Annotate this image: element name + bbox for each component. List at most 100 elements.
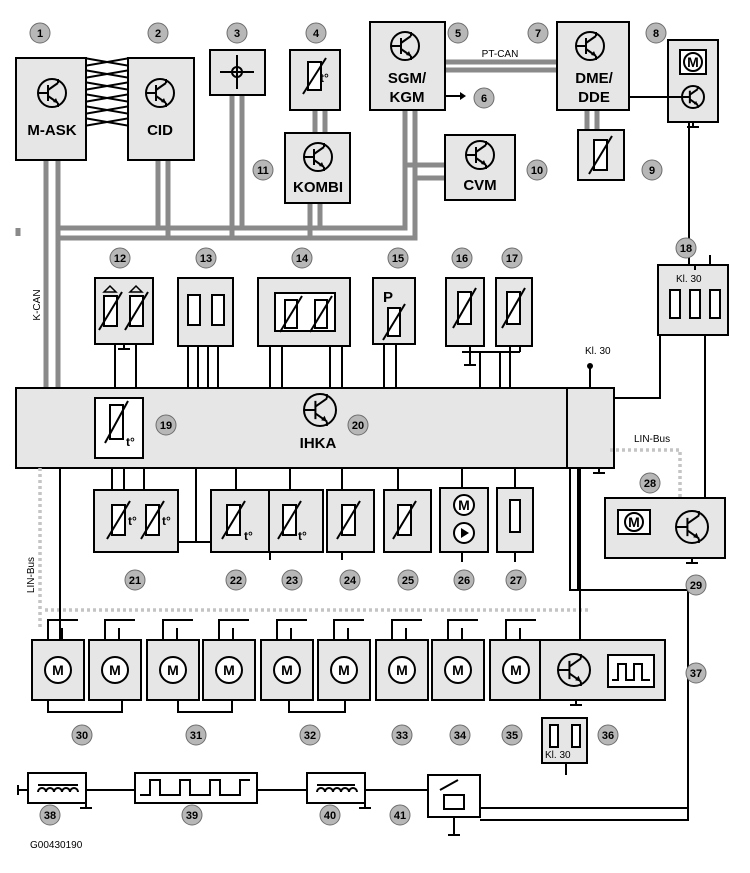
svg-text:17: 17 bbox=[506, 253, 518, 265]
motor-icon: M bbox=[624, 512, 644, 532]
heater-39 bbox=[134, 772, 258, 804]
ihka-module: t° IHKA bbox=[15, 387, 615, 474]
callout-41: 41 bbox=[389, 804, 411, 826]
svg-text:M: M bbox=[223, 662, 235, 678]
temperature-symbol: t° bbox=[298, 529, 307, 543]
variable-resistor-icon bbox=[104, 400, 129, 444]
variable-resistor-icon bbox=[336, 500, 361, 540]
transistor-icon bbox=[390, 31, 420, 61]
pressure-label: P bbox=[383, 289, 393, 306]
svg-text:40: 40 bbox=[324, 810, 336, 822]
callout-4: 4 bbox=[305, 22, 327, 44]
svg-text:7: 7 bbox=[535, 28, 541, 40]
variable-resistor-icon bbox=[588, 135, 613, 175]
flap-motor-1: M bbox=[31, 639, 85, 701]
resistor-icon bbox=[571, 724, 581, 748]
lin-bus-label-right: LIN-Bus bbox=[634, 434, 670, 445]
callout-18: 18 bbox=[675, 237, 697, 259]
callout-2: 2 bbox=[147, 22, 169, 44]
svg-text:3: 3 bbox=[234, 28, 240, 40]
callout-17: 17 bbox=[501, 247, 523, 269]
sensor-25 bbox=[383, 489, 432, 553]
svg-text:M: M bbox=[338, 662, 350, 678]
pt-can-label: PT-CAN bbox=[482, 49, 519, 60]
svg-text:M: M bbox=[109, 662, 121, 678]
m-ask-module: M-ASK bbox=[15, 57, 87, 161]
middle-row bbox=[462, 346, 521, 366]
svg-text:9: 9 bbox=[649, 165, 655, 177]
svg-text:15: 15 bbox=[392, 253, 404, 265]
callout-38: 38 bbox=[39, 804, 61, 826]
m-ask-cid-link bbox=[83, 57, 131, 127]
sgm-kgm-module: SGM/KGM bbox=[369, 21, 466, 111]
variable-resistor-icon bbox=[124, 291, 149, 331]
transistor-icon bbox=[675, 510, 709, 544]
callout-7: 7 bbox=[527, 22, 549, 44]
cvm-label: CVM bbox=[463, 177, 496, 194]
m-ask-label: M-ASK bbox=[27, 122, 76, 139]
callout-19: 19 bbox=[155, 414, 177, 436]
variable-resistor-icon bbox=[309, 295, 333, 333]
variable-resistor-icon bbox=[277, 500, 302, 540]
callout-5: 5 bbox=[447, 22, 469, 44]
can-harness bbox=[15, 59, 600, 388]
kgm-label: KGM bbox=[390, 89, 425, 106]
cvm-module: CVM bbox=[444, 134, 516, 201]
variable-resistor-icon bbox=[140, 500, 165, 540]
svg-text:4: 4 bbox=[313, 28, 320, 40]
valves-12 bbox=[94, 277, 154, 350]
temperature-symbol: t° bbox=[244, 529, 253, 543]
callout-34: 34 bbox=[449, 724, 471, 746]
kl30-label-main: Kl. 30 bbox=[585, 346, 611, 357]
resistors-13 bbox=[177, 277, 234, 347]
callout-26: 26 bbox=[453, 569, 475, 591]
callout-27: 27 bbox=[505, 569, 527, 591]
svg-text:27: 27 bbox=[510, 575, 522, 587]
dme-dde-module: DME/DDE bbox=[556, 21, 630, 111]
variable-resistor-icon bbox=[279, 295, 303, 333]
callout-32: 32 bbox=[299, 724, 321, 746]
variable-resistor-icon bbox=[392, 500, 417, 540]
temp-sensors-21: t°t° bbox=[93, 489, 179, 553]
motor-icon: M bbox=[444, 656, 472, 684]
svg-text:33: 33 bbox=[396, 730, 408, 742]
flap-motor-5: M bbox=[260, 639, 314, 701]
svg-text:35: 35 bbox=[506, 730, 518, 742]
callout-30: 30 bbox=[71, 724, 93, 746]
svg-text:M: M bbox=[396, 662, 408, 678]
temp-sensor-4: t° bbox=[289, 49, 341, 111]
svg-text:29: 29 bbox=[690, 580, 702, 592]
variable-resistor-icon bbox=[98, 291, 123, 331]
transistor-icon bbox=[575, 31, 605, 61]
dme-label: DME/ bbox=[575, 70, 613, 87]
callout-35: 35 bbox=[501, 724, 523, 746]
flap-motor-7: M bbox=[375, 639, 429, 701]
flap-motor-2: M bbox=[88, 639, 142, 701]
transistor-icon bbox=[303, 142, 333, 172]
svg-text:M: M bbox=[452, 662, 464, 678]
svg-text:M: M bbox=[687, 54, 699, 70]
flap-motors bbox=[45, 468, 590, 640]
sgm-label: SGM/ bbox=[388, 70, 427, 87]
variable-resistor-icon bbox=[501, 287, 526, 329]
svg-text:39: 39 bbox=[186, 810, 198, 822]
callout-8: 8 bbox=[645, 22, 667, 44]
variable-resistor-icon bbox=[382, 303, 406, 341]
transistor-icon bbox=[681, 85, 705, 109]
motor-icon: M bbox=[683, 52, 703, 72]
control-unit-36 bbox=[539, 639, 666, 706]
temperature-symbol: t° bbox=[126, 435, 135, 449]
temperature-symbol: t° bbox=[320, 71, 329, 85]
callout-3: 3 bbox=[226, 22, 248, 44]
ihka-label: IHKA bbox=[300, 435, 337, 452]
fuse-block-18: Kl. 30 bbox=[657, 264, 729, 336]
svg-text:2: 2 bbox=[155, 28, 161, 40]
svg-text:32: 32 bbox=[304, 730, 316, 742]
lin-bus: LIN-Bus bbox=[38, 434, 682, 628]
motor-icon: M bbox=[453, 494, 475, 516]
temp-sensor-23: t° bbox=[268, 489, 324, 553]
callout-29: 29 bbox=[685, 574, 707, 596]
svg-text:16: 16 bbox=[456, 253, 468, 265]
motor-icon: M bbox=[502, 656, 530, 684]
